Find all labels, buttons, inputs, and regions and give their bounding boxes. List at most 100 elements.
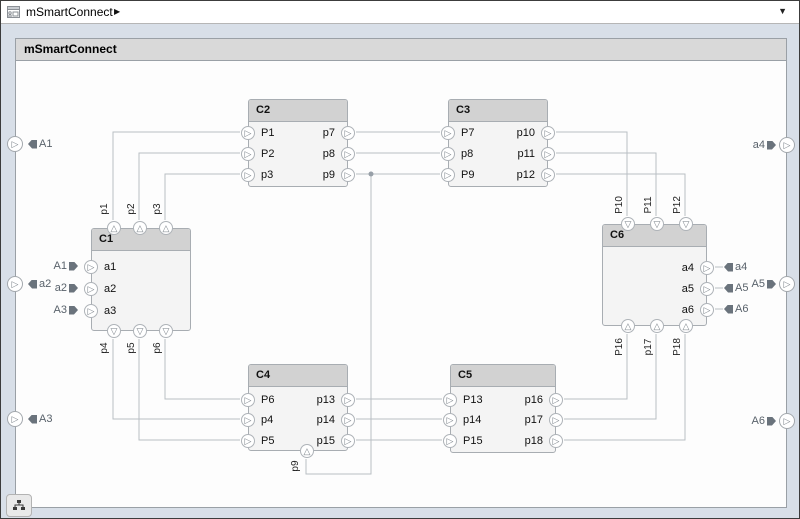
input-port-icon[interactable]: ▷ <box>241 393 255 407</box>
external-port-tag: a2 <box>28 278 51 290</box>
external-input-port-icon[interactable]: ▷ <box>7 136 23 152</box>
port-label: p12 <box>516 169 535 181</box>
input-port-icon[interactable]: ▷ <box>443 413 457 427</box>
input-port-icon[interactable]: ▷ <box>443 434 457 448</box>
output-port-icon[interactable]: ▷ <box>341 413 355 427</box>
input-port-icon[interactable]: ▷ <box>241 147 255 161</box>
connector[interactable] <box>164 173 240 220</box>
input-port-icon[interactable]: ▷ <box>441 126 455 140</box>
architecture-title: mSmartConnect <box>16 39 786 61</box>
component-c4[interactable]: C4 ▷ ▷ ▷ P6 p4 P5 ▷ ▷ ▷ p13 p14 p15 △ <box>241 364 355 458</box>
signal-tag: A3 <box>54 304 78 316</box>
external-output-port-icon[interactable]: ▷ <box>779 413 795 429</box>
component-c1[interactable]: C1 △ △ △ ▷ ▷ ▷ a1 a2 a3 ▽ ▽ ▽ <box>84 221 191 338</box>
input-port-icon[interactable]: △ <box>300 444 314 458</box>
input-port-icon[interactable]: ▷ <box>441 168 455 182</box>
output-port-icon[interactable]: ▷ <box>341 126 355 140</box>
panel-collapse-icon[interactable]: ▼ <box>778 6 787 16</box>
output-port-icon[interactable]: △ <box>133 221 147 235</box>
input-port-icon[interactable]: ▷ <box>241 168 255 182</box>
external-output-port-icon[interactable]: ▷ <box>779 137 795 153</box>
connector[interactable] <box>564 334 657 420</box>
output-port-icon[interactable]: ▷ <box>549 434 563 448</box>
external-input-port-icon[interactable]: ▷ <box>7 276 23 292</box>
output-port-icon[interactable]: △ <box>107 221 121 235</box>
branch-dot <box>368 171 374 177</box>
input-port-icon[interactable]: ▷ <box>241 413 255 427</box>
component-c6[interactable]: C6 ▽ ▽ ▽ ▷ ▷ ▷ a4 a5 a6 △ △ △ <box>602 217 714 333</box>
port-label: P6 <box>261 394 275 406</box>
output-port-icon[interactable]: ▽ <box>107 324 121 338</box>
port-label: p13 <box>316 394 335 406</box>
output-port-icon[interactable]: ▷ <box>541 147 555 161</box>
component-header[interactable]: C4 <box>249 365 347 387</box>
breadcrumb[interactable]: mSmartConnect <box>26 5 113 19</box>
output-port-icon[interactable]: ▷ <box>341 147 355 161</box>
output-port-icon[interactable]: ▷ <box>341 393 355 407</box>
output-port-icon[interactable]: ▷ <box>341 168 355 182</box>
input-port-icon[interactable]: ▽ <box>679 217 693 231</box>
signal-tag: A1 <box>54 260 78 272</box>
port-label: p11 <box>517 148 535 160</box>
input-port-icon[interactable]: ▽ <box>650 217 664 231</box>
connector[interactable] <box>564 334 686 441</box>
port-label: p2 <box>126 203 137 215</box>
connector[interactable] <box>138 152 240 220</box>
port-label: a1 <box>104 261 117 273</box>
output-port-icon[interactable]: ▽ <box>159 324 173 338</box>
input-port-icon[interactable]: ▷ <box>441 147 455 161</box>
external-input-port-icon[interactable]: ▷ <box>7 411 23 427</box>
input-port-icon[interactable]: ▽ <box>621 217 635 231</box>
connector[interactable] <box>164 339 240 400</box>
input-port-icon[interactable]: △ <box>679 319 693 333</box>
port-label: p14 <box>463 414 482 426</box>
output-port-icon[interactable]: ▷ <box>549 393 563 407</box>
port-label: P13 <box>463 394 483 406</box>
hierarchy-view-button[interactable] <box>6 494 32 517</box>
connector[interactable] <box>556 173 686 216</box>
input-port-icon[interactable]: ▷ <box>241 126 255 140</box>
output-port-icon[interactable]: ▷ <box>341 434 355 448</box>
connector[interactable] <box>112 131 240 220</box>
component-c3[interactable]: C3 ▷ ▷ ▷ P7 p8 P9 ▷ ▷ ▷ p10 p11 p12 <box>441 99 555 187</box>
connector[interactable] <box>556 152 657 216</box>
external-output-port-icon[interactable]: ▷ <box>779 276 795 292</box>
signal-tag: A5 <box>724 282 748 294</box>
output-port-icon[interactable]: ▷ <box>541 126 555 140</box>
input-port-icon[interactable]: ▷ <box>84 260 98 274</box>
input-port-icon[interactable]: ▷ <box>84 282 98 296</box>
component-c2[interactable]: C2 ▷ ▷ ▷ P1 P2 p3 ▷ ▷ ▷ p7 p8 p9 <box>241 99 355 187</box>
connector[interactable] <box>138 339 240 441</box>
input-port-icon[interactable]: ▷ <box>241 434 255 448</box>
breadcrumb-expand-icon[interactable]: ▶ <box>114 7 121 16</box>
output-port-icon[interactable]: △ <box>159 221 173 235</box>
signal-tag: a4 <box>724 261 747 273</box>
component-c5[interactable]: C5 ▷ ▷ ▷ P13 p14 P15 ▷ ▷ ▷ p16 p17 p18 <box>443 364 563 453</box>
connector[interactable] <box>556 131 628 216</box>
output-port-icon[interactable]: ▽ <box>133 324 147 338</box>
connector[interactable] <box>305 174 372 475</box>
component-header[interactable]: C3 <box>449 100 547 122</box>
port-label: p17 <box>524 414 543 426</box>
input-port-icon[interactable]: △ <box>650 319 664 333</box>
component-header[interactable]: C2 <box>249 100 347 122</box>
output-port-icon[interactable]: ▷ <box>549 413 563 427</box>
connector[interactable] <box>112 339 240 420</box>
input-port-icon[interactable]: △ <box>621 319 635 333</box>
tag-arrow-icon <box>724 262 733 272</box>
component-header[interactable]: C5 <box>451 365 555 387</box>
hierarchy-tree-icon <box>13 500 25 510</box>
port-label: p1 <box>99 203 110 215</box>
input-port-icon[interactable]: ▷ <box>443 393 457 407</box>
connector[interactable] <box>564 334 628 400</box>
output-port-icon[interactable]: ▷ <box>700 261 714 275</box>
port-label: P12 <box>672 196 683 214</box>
output-port-icon[interactable]: ▷ <box>541 168 555 182</box>
port-label: a2 <box>104 283 117 295</box>
input-port-icon[interactable]: ▷ <box>84 304 98 318</box>
tag-arrow-icon <box>767 140 776 150</box>
port-label: a4 <box>681 262 694 274</box>
output-port-icon[interactable]: ▷ <box>700 303 714 317</box>
output-port-icon[interactable]: ▷ <box>700 282 714 296</box>
